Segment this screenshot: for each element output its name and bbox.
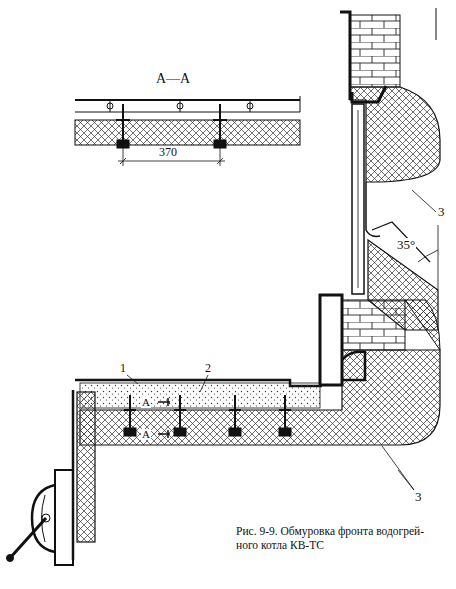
leader-lines-stroke <box>412 190 436 212</box>
front-wall-upper-stroke <box>418 250 438 262</box>
roof-lining-stroke <box>124 395 291 428</box>
side-wall-and-door-stroke <box>77 392 95 542</box>
front-wall-upper-stroke <box>352 86 386 102</box>
section-view-stroke <box>117 140 129 148</box>
side-wall-and-door-stroke <box>42 514 50 522</box>
front-wall-lower-stroke <box>320 295 342 385</box>
leader-lines <box>127 190 436 490</box>
roof-lining-stroke <box>279 428 291 436</box>
section-view-stroke <box>75 120 300 145</box>
leader-lines-stroke <box>200 375 208 392</box>
section-view-stroke <box>110 96 300 112</box>
front-wall-lower-stroke <box>342 352 365 380</box>
front-wall-lower-stroke <box>405 300 440 350</box>
front-wall-upper <box>340 8 440 330</box>
front-wall-upper-stroke <box>436 8 437 40</box>
side-wall-and-door-stroke <box>7 555 14 562</box>
front-wall-upper-stroke <box>352 104 364 294</box>
front-wall-lower-stroke <box>342 300 405 350</box>
callout-number: 3 <box>437 205 446 218</box>
section-title: А—А <box>155 72 191 86</box>
callout-number: 2 <box>204 362 212 374</box>
front-wall-lower <box>80 295 440 445</box>
roof-lining-stroke <box>174 428 186 436</box>
section-view-stroke <box>214 140 226 148</box>
side-wall-and-door <box>7 390 96 565</box>
section-view-stroke <box>75 99 300 101</box>
side-wall-and-door-stroke <box>10 518 46 558</box>
section-view-stroke <box>177 103 183 109</box>
leader-lines-stroke <box>127 375 138 384</box>
roof-lining-stroke <box>229 428 241 436</box>
section-view <box>75 96 300 166</box>
section-mark: А <box>141 429 151 440</box>
front-wall-upper-stroke <box>350 15 400 87</box>
figure-caption: Рис. 9-9. Обмуровка фронта водогрей- ног… <box>236 524 436 553</box>
front-wall-upper-stroke <box>358 110 359 288</box>
roof-lining-stroke <box>167 398 169 438</box>
roof-lining <box>75 380 322 438</box>
section-view-stroke <box>107 103 113 109</box>
roof-lining-stroke <box>124 428 136 436</box>
side-wall-and-door-stroke <box>32 485 55 552</box>
front-wall-upper-stroke <box>340 12 350 100</box>
front-wall-upper-stroke <box>438 225 439 290</box>
section-view-stroke <box>116 104 227 140</box>
roof-lining-stroke <box>158 402 170 434</box>
leader-lines-stroke <box>382 446 414 490</box>
section-view-stroke <box>120 158 223 164</box>
callout-number: 1 <box>119 362 127 374</box>
dimension: 370 <box>158 146 178 158</box>
side-wall-and-door-stroke <box>55 470 73 565</box>
section-mark: А <box>141 397 151 408</box>
angle-dimension: 35° <box>396 238 416 251</box>
section-view-stroke <box>247 103 253 109</box>
section-view-stroke <box>75 112 300 113</box>
callout-number: 3 <box>414 490 423 503</box>
front-wall-upper-stroke <box>372 222 430 262</box>
front-wall-lower-stroke <box>80 350 440 445</box>
